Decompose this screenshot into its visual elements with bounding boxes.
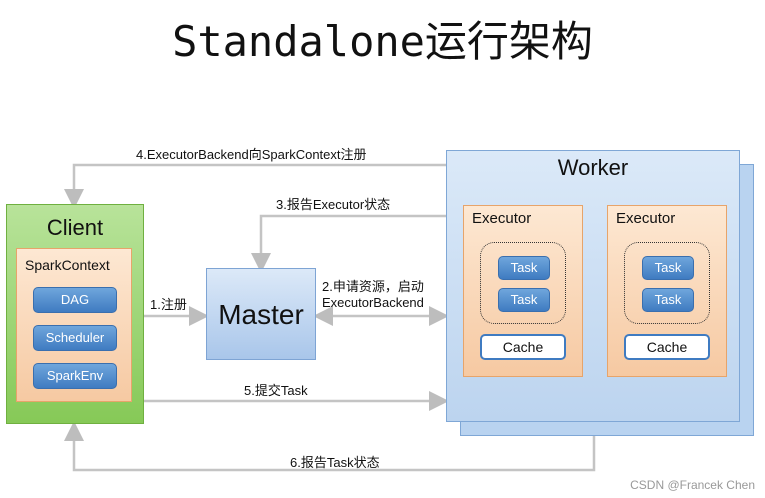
edge-3-line — [251, 214, 446, 273]
worker-label: Worker — [557, 155, 629, 180]
watermark: CSDN @Francek Chen — [630, 478, 755, 492]
edge-3-label: 3.报告Executor状态 — [276, 197, 391, 212]
worker-box: Worker Executor Task Task Cache Executor… — [446, 150, 740, 422]
spark-context-label: SparkContext — [25, 257, 110, 273]
executor-box-1: Executor Task Task Cache — [463, 205, 583, 377]
task-item: Task — [498, 288, 550, 312]
task-group — [480, 242, 566, 324]
executor-label: Executor — [616, 210, 676, 227]
master-label: Master — [218, 299, 304, 330]
edge-2-label-line1: 2.申请资源，启动 — [322, 279, 424, 294]
edge-4-line — [64, 163, 446, 209]
edge-6-line — [64, 421, 596, 472]
scheduler-component: Scheduler — [33, 325, 117, 351]
edge-1-label: 1.注册 — [150, 297, 187, 312]
task-item: Task — [642, 288, 694, 312]
page-title: Standalone运行架构 — [172, 17, 593, 66]
edge-2-label-line2: ExecutorBackend — [322, 295, 424, 310]
edge-6-label: 6.报告Task状态 — [290, 455, 380, 470]
edge-5-label: 5.提交Task — [244, 383, 308, 398]
sparkenv-component: SparkEnv — [33, 363, 117, 389]
dag-component: DAG — [33, 287, 117, 313]
task-group — [624, 242, 710, 324]
cache-box: Cache — [624, 334, 710, 360]
cache-box: Cache — [480, 334, 566, 360]
spark-context-box: SparkContext DAG Scheduler SparkEnv — [16, 248, 132, 402]
executor-label: Executor — [472, 210, 532, 227]
executor-box-2: Executor Task Task Cache — [607, 205, 727, 377]
master-box: Master — [206, 268, 316, 360]
client-label: Client — [46, 215, 104, 240]
task-item: Task — [498, 256, 550, 280]
edge-4-label: 4.ExecutorBackend向SparkContext注册 — [136, 147, 367, 162]
task-item: Task — [642, 256, 694, 280]
